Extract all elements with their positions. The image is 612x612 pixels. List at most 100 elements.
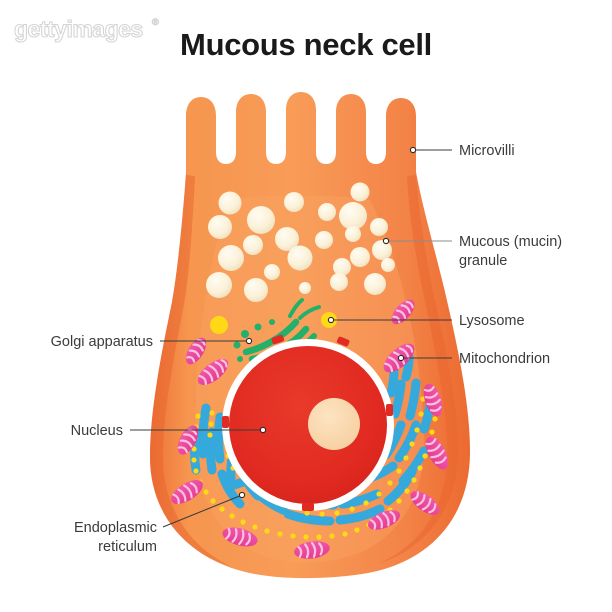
ribosome xyxy=(342,531,348,537)
label-text-mucous-granule-line1: Mucous (mucin) xyxy=(459,234,562,250)
ribosome xyxy=(203,489,209,495)
ribosome xyxy=(240,519,246,525)
mitochondrion xyxy=(423,383,443,417)
label-golgi-apparatus[interactable]: Golgi apparatus xyxy=(51,334,253,350)
nuclear-pore xyxy=(386,404,393,416)
ribosome xyxy=(387,480,393,486)
ribosome xyxy=(414,427,420,433)
er-segment xyxy=(394,420,421,463)
ribosome xyxy=(210,498,216,504)
mucous-granule xyxy=(244,278,268,302)
ribosome xyxy=(209,410,215,416)
mitochondrion-group xyxy=(171,299,449,559)
mucous-granule xyxy=(243,235,263,255)
getty-images-watermark: gettyimages ® xyxy=(13,15,159,42)
golgi-tubule xyxy=(298,305,321,320)
mucous-granule xyxy=(345,226,361,242)
ribosome xyxy=(404,488,410,494)
label-mitochondrion[interactable]: Mitochondrion xyxy=(397,351,550,367)
label-mucous-granule[interactable]: Mucous (mucin) granule xyxy=(382,234,562,269)
watermark-registered-mark: ® xyxy=(152,17,159,27)
mitochondrion xyxy=(185,337,207,365)
er-segment xyxy=(335,504,385,525)
er-segment xyxy=(405,378,421,421)
page-title: Mucous neck cell xyxy=(180,27,432,62)
mucous-granule xyxy=(208,215,232,239)
mucous-granule xyxy=(275,227,299,251)
label-nucleus[interactable]: Nucleus xyxy=(71,423,267,439)
ribosome xyxy=(334,510,340,516)
mucous-granule xyxy=(284,192,304,212)
cell-edge-shadow-left xyxy=(150,175,232,567)
label-text-microvilli: Microvilli xyxy=(459,143,515,159)
ribosome xyxy=(432,416,438,422)
nuclear-pore xyxy=(336,336,350,347)
ribosome xyxy=(195,413,201,419)
golgi-vesicle xyxy=(237,356,243,362)
anchor-dot-er xyxy=(238,491,246,499)
mucous-granule xyxy=(372,240,392,260)
anchor-dot-golgi xyxy=(245,337,253,345)
mitochondrion xyxy=(294,541,330,559)
ribosome xyxy=(290,533,296,539)
mitochondrion xyxy=(197,359,229,386)
ribosome xyxy=(329,533,335,539)
mucous-granule xyxy=(350,182,370,202)
cell-edge-shadow-right xyxy=(378,175,458,564)
ribosome xyxy=(316,534,322,540)
golgi-tubule xyxy=(288,298,304,318)
ribosome xyxy=(304,510,310,516)
label-endoplasmic-reticulum[interactable]: Endoplasmic reticulum xyxy=(74,491,246,555)
mitochondrion xyxy=(177,425,199,455)
nucleoplasm xyxy=(229,346,387,504)
ribosome xyxy=(207,432,213,438)
label-text-nucleus: Nucleus xyxy=(71,423,123,439)
mucous-granule xyxy=(339,202,367,230)
ribosome xyxy=(191,457,197,463)
golgi-vesicle xyxy=(233,341,241,349)
nuclear-pore xyxy=(222,416,229,428)
mitochondrion xyxy=(391,299,415,325)
ribosome xyxy=(354,527,360,533)
ribosome xyxy=(208,421,214,427)
leader-line-er xyxy=(162,494,243,528)
er-segment xyxy=(283,509,335,526)
anchor-dot-nucleus xyxy=(259,426,267,434)
label-microvilli[interactable]: Microvilli xyxy=(409,143,515,159)
anchor-dot-mitochondrion xyxy=(397,354,405,362)
mucous-granule xyxy=(287,245,313,271)
golgi-vesicle xyxy=(241,330,249,338)
mitochondrion xyxy=(222,527,258,547)
ribosome xyxy=(429,429,435,435)
ribosome xyxy=(277,531,283,537)
ribosome xyxy=(417,465,423,471)
ribosome xyxy=(219,506,225,512)
anchor-dot-mucous-granule xyxy=(382,237,390,245)
er-segment xyxy=(337,489,382,509)
label-text-lysosome: Lysosome xyxy=(459,313,525,329)
ribosome xyxy=(422,453,428,459)
er-segment xyxy=(390,379,406,419)
er-segment xyxy=(214,412,225,464)
golgi-vesicle xyxy=(254,323,262,331)
mucous-granule-group xyxy=(206,182,395,302)
ribosome xyxy=(191,446,197,452)
golgi-cisterna xyxy=(242,318,300,356)
mucous-granule xyxy=(333,258,351,276)
mitochondrion xyxy=(367,510,401,530)
label-text-mitochondrion: Mitochondrion xyxy=(459,351,550,367)
nuclear-pore-group xyxy=(222,334,393,511)
mitochondrion xyxy=(410,491,440,515)
label-lysosome[interactable]: Lysosome xyxy=(327,313,525,329)
mucous-granule xyxy=(315,231,333,249)
mucous-granule xyxy=(318,203,336,221)
ribosome xyxy=(409,441,415,447)
ribosome xyxy=(411,477,417,483)
ribosome xyxy=(264,528,270,534)
mucous-granule xyxy=(364,273,386,295)
ribosome xyxy=(403,455,409,461)
label-text-er-line1: Endoplasmic xyxy=(74,520,157,536)
anchor-dot-lysosome xyxy=(327,316,335,324)
